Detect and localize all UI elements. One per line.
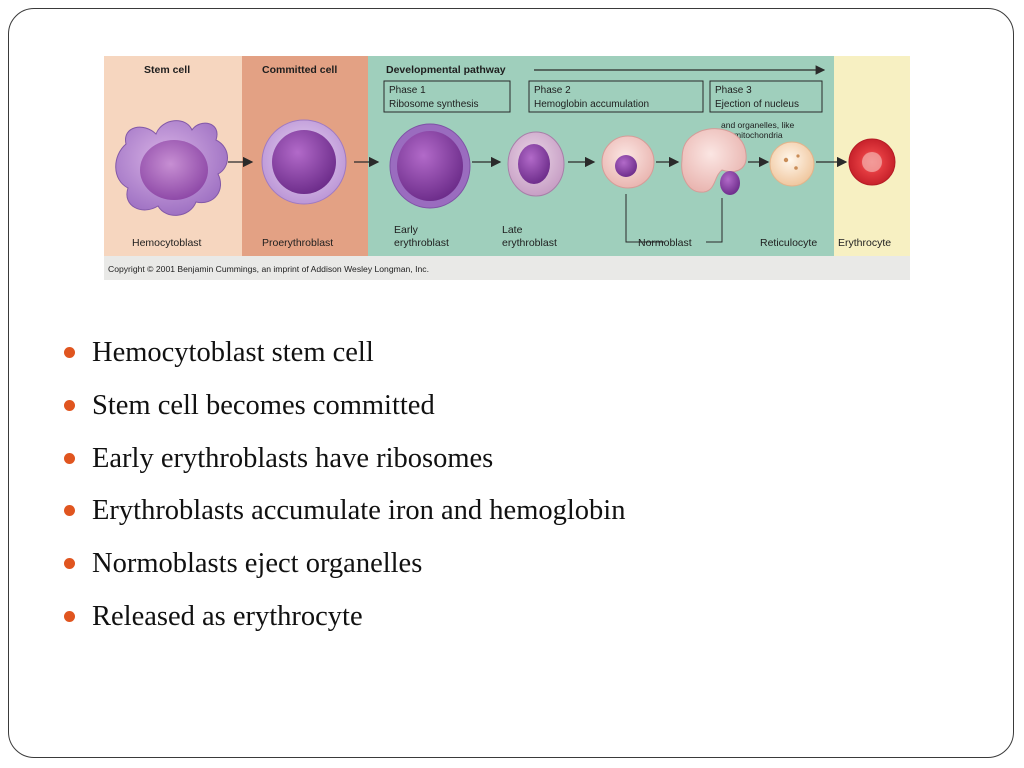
erythrocyte-label: Erythrocyte (838, 237, 891, 249)
committed-cell-header: Committed cell (262, 64, 337, 76)
bullet-text: Early erythroblasts have ribosomes (92, 442, 494, 474)
bullet-dot (64, 347, 75, 358)
bullet-item: Released as erythrocyte (62, 598, 625, 651)
bullet-text: Erythroblasts accumulate iron and hemogl… (92, 495, 626, 527)
proerythroblast-label: Proerythroblast (262, 237, 333, 249)
phase-3-note-line2: mitochondria (734, 130, 783, 140)
late-erythroblast-cell (507, 131, 565, 197)
hemocytoblast-cell (115, 120, 228, 216)
late-erythroblast-label-line1: Late (502, 224, 523, 236)
bullet-text: Stem cell becomes committed (92, 389, 435, 421)
phase-3-desc: Ejection of nucleus (715, 99, 799, 110)
bullet-dot (64, 452, 75, 464)
normoblast-label: Normoblast (638, 237, 692, 249)
bullet-dot (64, 610, 75, 622)
normoblast-cell (601, 135, 655, 189)
bullet-dot (64, 505, 75, 517)
stem-cell-header: Stem cell (144, 64, 190, 76)
bullet-item: Normoblasts eject organelles (62, 545, 625, 598)
early-erythroblast-label-line2: erythroblast (394, 237, 449, 249)
bullet-text: Hemocytoblast stem cell (92, 337, 374, 368)
phase-2-desc: Hemoglobin accumulation (534, 99, 649, 110)
phase-3-note-line1: and organelles, like (721, 120, 795, 130)
bullet-text: Released as erythrocyte (92, 600, 363, 632)
copyright-strip (104, 256, 910, 280)
normoblast-bracket (625, 194, 723, 243)
bullet-item: Stem cell becomes committed (62, 387, 625, 440)
early-erythroblast-cell (389, 123, 471, 209)
erythrocyte-cell (848, 138, 896, 186)
phase-1-desc: Ribosome synthesis (389, 99, 478, 110)
erythropoiesis-figure: Stem cell Committed cell Developmental p… (104, 56, 910, 280)
figure-svg: Stem cell Committed cell Developmental p… (104, 56, 910, 280)
normoblast-ejecting-cell (681, 128, 747, 195)
bullet-item: Hemocytoblast stem cell (62, 334, 625, 387)
phase-2-box (528, 80, 704, 113)
early-erythroblast-label-line1: Early (394, 224, 419, 236)
hemocytoblast-label: Hemocytoblast (132, 237, 202, 249)
bullet-text: Normoblasts eject organelles (92, 548, 423, 580)
phase-1-box (383, 80, 511, 113)
reticulocyte-label: Reticulocyte (760, 237, 817, 249)
phase-1-title: Phase 1 (389, 85, 426, 96)
copyright-text: Copyright © 2001 Benjamin Cummings, an i… (108, 264, 429, 274)
developmental-pathway-header: Developmental pathway (386, 64, 506, 76)
bullet-dot (64, 399, 75, 411)
slide-frame (8, 8, 1014, 758)
phase-3-title: Phase 3 (715, 85, 752, 96)
reticulocyte-cell (769, 141, 815, 187)
bullet-dot (64, 558, 75, 570)
phase-3-box (709, 80, 823, 113)
late-erythroblast-label-line2: erythroblast (502, 237, 557, 249)
bullet-item: Erythroblasts accumulate iron and hemogl… (62, 492, 625, 545)
proerythroblast-cell (261, 119, 347, 205)
bullet-list: Hemocytoblast stem cell Stem cell become… (62, 334, 625, 651)
bullet-item: Early erythroblasts have ribosomes (62, 440, 625, 493)
phase-2-title: Phase 2 (534, 85, 571, 96)
